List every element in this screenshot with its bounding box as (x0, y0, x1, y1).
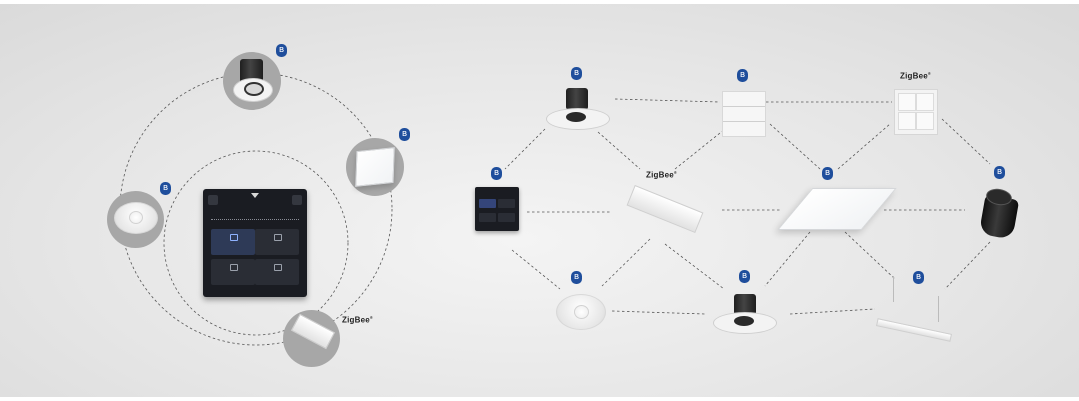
downlight-lens (734, 316, 754, 326)
control-panel (203, 189, 307, 297)
zigbee-logo: ZigBee® (900, 71, 932, 81)
downlight-body (734, 294, 756, 316)
downlight-body (240, 59, 263, 83)
downlight-lens (566, 112, 586, 122)
bluetooth-icon: ʙ (160, 182, 171, 195)
ceiling-sensor (114, 202, 158, 234)
zigbee-logo: ZigBee® (646, 170, 678, 180)
wall-switch-3-gang (722, 91, 766, 137)
downlight-body (566, 88, 588, 110)
connection-lines (119, 72, 991, 346)
bluetooth-icon: ʙ (571, 67, 582, 80)
zigbee-logo: ZigBee® (342, 315, 374, 325)
control-panel-small (475, 187, 519, 231)
bluetooth-icon: ʙ (913, 271, 924, 284)
bluetooth-icon: ʙ (737, 69, 748, 82)
bluetooth-icon: ʙ (276, 44, 287, 57)
bluetooth-icon: ʙ (571, 271, 582, 284)
ceiling-sensor (556, 294, 606, 330)
bluetooth-icon: ʙ (994, 166, 1005, 179)
bluetooth-icon: ʙ (822, 167, 833, 180)
inner-ring (163, 150, 349, 336)
spot-cylinder (978, 186, 1020, 240)
pendant-wire (893, 276, 894, 302)
bluetooth-icon: ʙ (739, 270, 750, 283)
downlight-lens (244, 82, 264, 96)
panel-light (355, 147, 395, 187)
bluetooth-icon: ʙ (491, 167, 502, 180)
bluetooth-icon: ʙ (399, 128, 410, 141)
topology-diagram: ʙ ʙ ʙ ZigBee® ʙ ʙ ZigBee® (0, 4, 1079, 397)
wall-switch-4-gang (894, 89, 938, 135)
pendant-wire (938, 296, 939, 322)
